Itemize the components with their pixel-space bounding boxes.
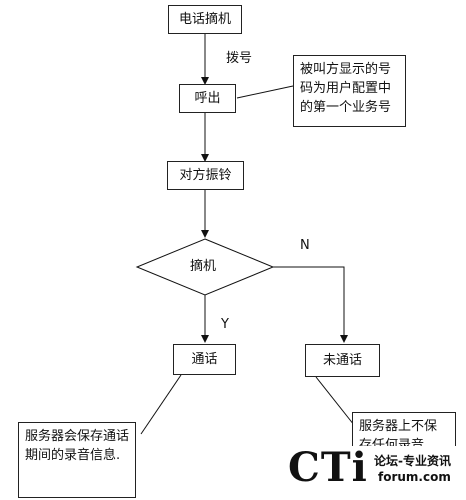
watermark-logo-text: CTi xyxy=(288,444,368,491)
connected-node: 通话 xyxy=(173,344,236,375)
callout-line-call-note xyxy=(236,85,294,99)
call-note: 被叫方显示的号码为用户配置中的第一个业务号 xyxy=(293,55,406,127)
watermark-tagline-en: forum.com xyxy=(378,470,451,484)
start-node-label: 电话摘机 xyxy=(178,11,231,27)
ring-node: 对方振铃 xyxy=(167,161,244,190)
yes-label: Y xyxy=(221,317,229,332)
no-label: N xyxy=(300,238,310,253)
call-note-text: 被叫方显示的号码为用户配置中的第一个业务号 xyxy=(300,62,392,115)
dial-label: 拨号 xyxy=(226,51,253,66)
not-connected-node-label: 未通话 xyxy=(322,352,362,368)
call-node-label: 呼出 xyxy=(194,90,221,106)
not-connected-node: 未通话 xyxy=(305,344,380,377)
callout-line-connected-note xyxy=(140,374,182,435)
watermark-logo: CTi 论坛-专业资讯 forum.com xyxy=(288,446,466,500)
start-node: 电话摘机 xyxy=(168,5,242,34)
connected-note-text: 服务器会保存通话期间的录音信息. xyxy=(25,429,130,463)
callout-line-not-connected-note xyxy=(315,376,359,431)
arrow-no-to-not-connected xyxy=(273,266,348,343)
connected-node-label: 通话 xyxy=(191,351,218,367)
call-node: 呼出 xyxy=(179,84,236,113)
watermark-tagline-cn: 论坛-专业资讯 xyxy=(374,454,451,468)
decision-label: 摘机 xyxy=(190,259,217,274)
connected-note: 服务器会保存通话期间的录音信息. xyxy=(18,422,136,498)
ring-node-label: 对方振铃 xyxy=(179,167,232,183)
